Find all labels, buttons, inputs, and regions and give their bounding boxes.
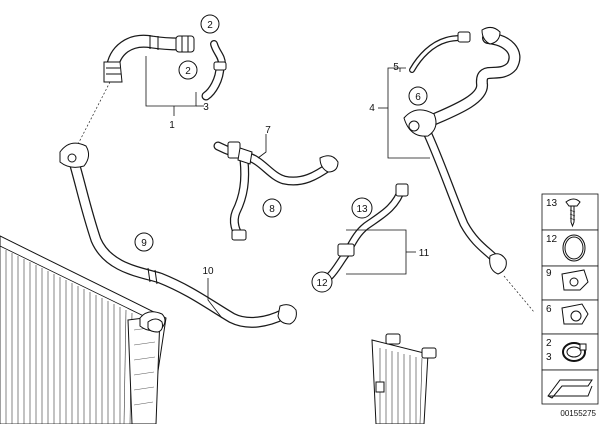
svg-text:12: 12 bbox=[316, 278, 328, 289]
hose-7-8 bbox=[213, 134, 339, 241]
panel-label-9: 9 bbox=[546, 268, 552, 279]
clip-icon bbox=[561, 269, 589, 291]
svg-text:2: 2 bbox=[185, 66, 191, 77]
callout-6: 6 bbox=[408, 86, 428, 106]
callout-8: 8 bbox=[262, 198, 282, 218]
callout-12: 12 bbox=[311, 271, 333, 293]
callout-4: 4 bbox=[369, 103, 375, 114]
hose-1 bbox=[103, 34, 195, 83]
hose-4-5-6 bbox=[378, 26, 535, 313]
callout-5: 5 bbox=[393, 62, 399, 73]
hose-clamp-icon bbox=[562, 342, 587, 362]
svg-text:8: 8 bbox=[269, 204, 275, 215]
callout-10: 10 bbox=[202, 266, 214, 277]
svg-text:6: 6 bbox=[415, 92, 421, 103]
callout-13: 13 bbox=[351, 197, 373, 219]
svg-text:9: 9 bbox=[141, 238, 147, 249]
callout-9: 9 bbox=[134, 232, 154, 252]
callout-3: 3 bbox=[203, 102, 209, 113]
panel-label-13: 13 bbox=[546, 198, 558, 209]
panel-label-6: 6 bbox=[546, 304, 552, 315]
callout-7: 7 bbox=[265, 125, 271, 136]
hose-9-10 bbox=[59, 142, 297, 333]
panel-label-3: 3 bbox=[546, 352, 552, 363]
callout-1: 1 bbox=[169, 120, 175, 131]
clamp-icon bbox=[561, 303, 589, 325]
svg-text:2: 2 bbox=[207, 20, 213, 31]
leader-lines-1 bbox=[75, 56, 204, 149]
svg-text:13: 13 bbox=[356, 204, 368, 215]
panel-label-12: 12 bbox=[546, 234, 558, 245]
small-hose-2 bbox=[201, 40, 227, 101]
radiator bbox=[0, 235, 167, 424]
o-ring-icon bbox=[562, 234, 586, 262]
screw-icon bbox=[565, 198, 581, 228]
callout-2b: 2 bbox=[178, 60, 198, 80]
hose-11-12-13 bbox=[326, 183, 416, 280]
drawing-number: 00155275 bbox=[560, 409, 596, 418]
panel-label-2: 2 bbox=[546, 338, 552, 349]
callout-2a: 2 bbox=[200, 14, 220, 34]
parts-panel bbox=[541, 193, 599, 405]
callout-11: 11 bbox=[419, 248, 430, 259]
gasket-strip-icon bbox=[547, 379, 593, 399]
heat-exchanger bbox=[371, 333, 437, 424]
